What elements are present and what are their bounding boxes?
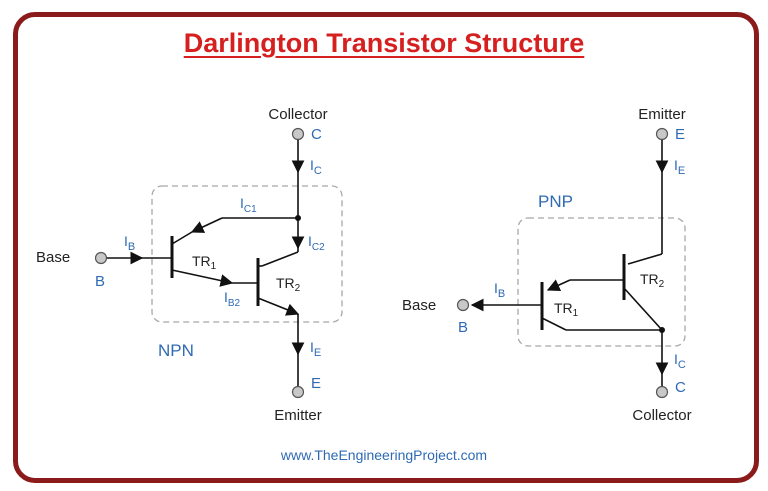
pnp-tr1-emitter-arrow xyxy=(546,279,571,292)
website-footer[interactable]: www.TheEngineeringProject.com xyxy=(280,447,488,463)
pnp-package-outline xyxy=(517,217,686,347)
pnp-tr2-label: TR2 xyxy=(640,271,665,290)
pnp-type-label: PNP xyxy=(538,192,573,211)
npn-ie-label: IE xyxy=(310,339,321,359)
npn-ic1-label: IC1 xyxy=(240,195,257,215)
pnp-ie-label: IE xyxy=(674,157,685,177)
pnp-ic-label: IC xyxy=(674,351,686,371)
npn-tr2-collector-lead xyxy=(261,251,299,267)
pnp-emitter-label: Emitter xyxy=(638,106,686,123)
npn-collector-pin: C xyxy=(311,126,322,143)
pnp-ib-label: IB xyxy=(494,280,505,300)
pnp-emitter-pin: E xyxy=(675,126,685,143)
npn-tr2-label: TR2 xyxy=(276,275,301,294)
pnp-tr2-emitter-lead xyxy=(627,253,663,265)
npn-ib-label: IB xyxy=(124,233,135,253)
npn-ic-label: IC xyxy=(310,157,322,177)
npn-ic2-label: IC2 xyxy=(308,233,325,253)
npn-circuit: Collector C IC IC1 IC2 TR1 IB2 TR2 IE xyxy=(36,106,343,424)
pnp-collector-label: Collector xyxy=(632,407,691,424)
npn-tr1-collector xyxy=(171,231,193,245)
diagram-title: Darlington Transistor Structure xyxy=(183,28,585,58)
npn-tr1-label: TR1 xyxy=(192,253,217,272)
npn-tr1-emitter xyxy=(171,269,234,287)
pnp-tr1-collector xyxy=(541,317,567,331)
pnp-emitter-terminal xyxy=(655,127,669,141)
npn-type-label: NPN xyxy=(158,341,194,360)
npn-tr2-emitter xyxy=(257,297,300,316)
pnp-tr2-collector xyxy=(623,287,663,331)
outer-frame xyxy=(13,12,759,483)
npn-collector-terminal xyxy=(291,127,305,141)
npn-base-label: Base xyxy=(36,249,70,266)
npn-base-pin: B xyxy=(95,273,105,290)
npn-emitter-label: Emitter xyxy=(274,407,322,424)
npn-ib2-label: IB2 xyxy=(224,289,241,309)
npn-emitter-terminal xyxy=(291,385,305,399)
npn-package-outline xyxy=(151,185,343,323)
npn-ic1-arrow xyxy=(190,217,223,233)
pnp-circuit: Emitter E IE TR2 TR1 IC C Collector Base… xyxy=(402,106,692,424)
npn-base-terminal xyxy=(94,251,108,265)
pnp-collector-pin: C xyxy=(675,379,686,396)
pnp-tr1-label: TR1 xyxy=(554,300,579,319)
pnp-collector-terminal xyxy=(655,385,669,399)
npn-emitter-pin: E xyxy=(311,375,321,392)
pnp-base-label: Base xyxy=(402,297,436,314)
pnp-base-terminal xyxy=(456,298,470,312)
npn-collector-label: Collector xyxy=(268,106,327,123)
pnp-base-pin: B xyxy=(458,319,468,336)
